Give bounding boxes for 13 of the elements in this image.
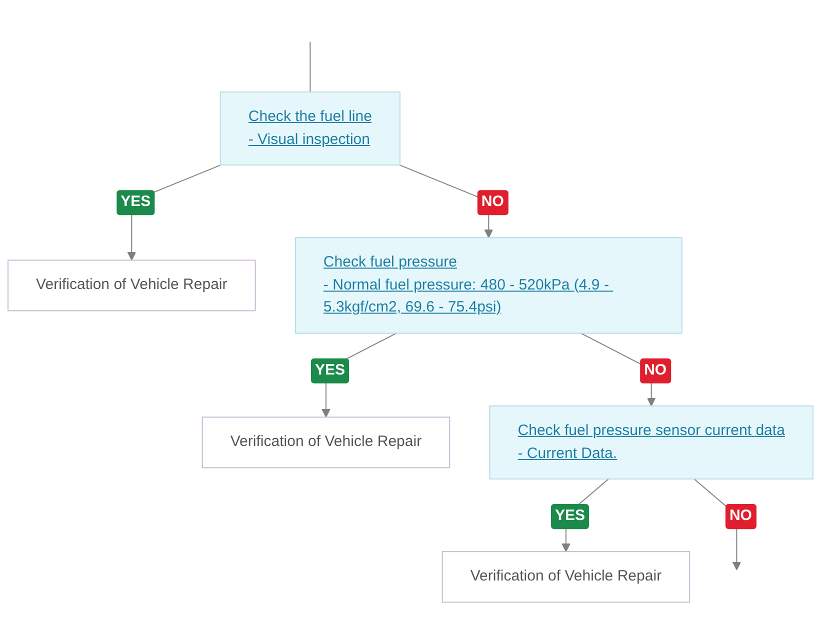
edge-label: NO: [481, 193, 504, 210]
edge-label: YES: [314, 361, 346, 378]
edge-label: NO: [644, 361, 667, 378]
node-box: Check fuel pressure - Normal fuel pressure: 480 - 520kPa (4.9 - 5.3kgf/cm2, 69.6 - 75.4psi): [294, 237, 682, 334]
node-box: Verification of Vehicle Repair: [202, 416, 450, 468]
node-box: Verification of Vehicle Repair: [442, 551, 690, 603]
edge-label: YES: [554, 507, 586, 524]
edge-label: NO: [729, 507, 752, 524]
connector: [310, 41, 311, 92]
node-box: Check the fuel line - Visual inspection: [220, 91, 400, 166]
edge-label: YES: [120, 193, 151, 210]
node-box: Check fuel pressure sensor current data - Current Data.: [489, 405, 814, 480]
node-box: Verification of Vehicle Repair: [8, 260, 256, 312]
